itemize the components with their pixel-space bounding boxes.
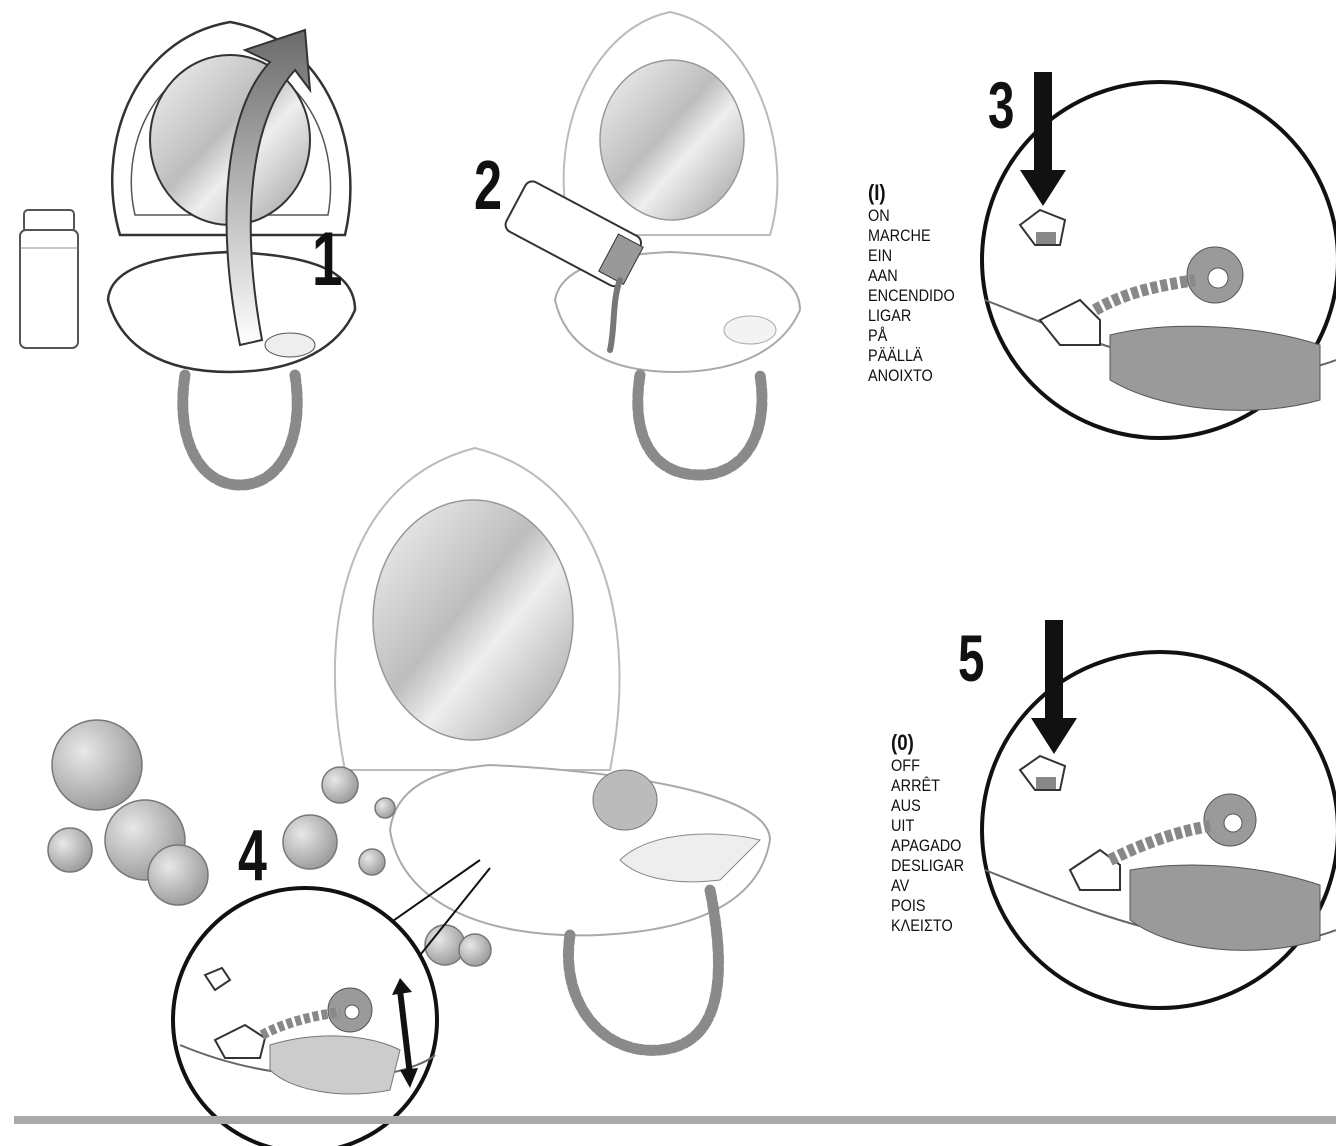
on-label-item: ENCENDIDO — [868, 286, 955, 306]
on-label-item: AAN — [868, 266, 955, 286]
on-label-item: PÄÄLLÄ — [868, 346, 955, 366]
step5-closeup — [982, 652, 1336, 1008]
step-number-4: 4 — [238, 820, 267, 892]
on-heading: (I) — [868, 180, 955, 206]
step-number-1: 1 — [312, 222, 342, 298]
step-number-5: 5 — [958, 625, 984, 691]
step-number-2: 2 — [474, 150, 502, 220]
off-label-item: ΚΛΕΙΣΤΟ — [891, 916, 964, 936]
step4-illustration — [48, 448, 770, 1146]
off-label-item: UIT — [891, 816, 964, 836]
off-label-item: DESLIGAR — [891, 856, 964, 876]
on-label-item: PÅ — [868, 326, 955, 346]
off-label-item: AUS — [891, 796, 964, 816]
off-label-item: APAGADO — [891, 836, 964, 856]
off-heading: (0) — [891, 730, 964, 756]
on-label-item: MARCHE — [868, 226, 955, 246]
step2-illustration — [503, 12, 800, 475]
step1-illustration — [20, 22, 355, 485]
off-label-item: POIS — [891, 896, 964, 916]
step-number-3: 3 — [988, 72, 1014, 138]
on-label-item: LIGAR — [868, 306, 955, 326]
off-label-list: (0) OFF ARRÊT AUS UIT APAGADO DESLIGAR A… — [891, 730, 964, 936]
off-label-item: OFF — [891, 756, 964, 776]
bottom-divider — [14, 1116, 1336, 1124]
off-label-item: ARRÊT — [891, 776, 964, 796]
on-label-list: (I) ON MARCHE EIN AAN ENCENDIDO LIGAR PÅ… — [868, 180, 955, 386]
on-label-item: ON — [868, 206, 955, 226]
on-label-item: EIN — [868, 246, 955, 266]
on-label-item: ANOIXTO — [868, 366, 955, 386]
bubble-solution-bottle — [20, 210, 78, 348]
off-label-item: AV — [891, 876, 964, 896]
